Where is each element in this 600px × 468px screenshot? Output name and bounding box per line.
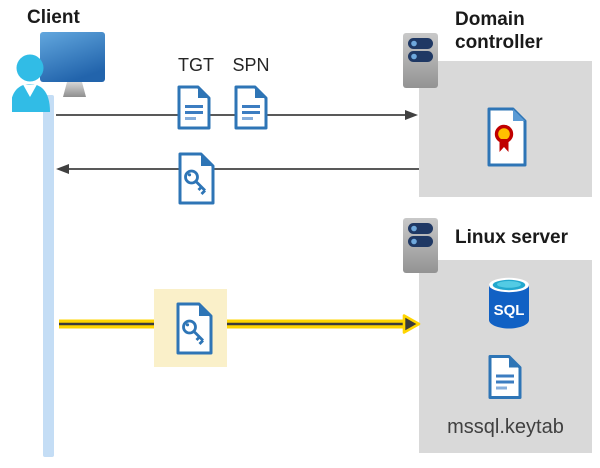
keytab-document-icon (488, 355, 522, 399)
sql-text-label: SQL (494, 302, 525, 319)
linux-server-title: Linux server (455, 227, 568, 248)
tgt-label: TGT (178, 55, 214, 75)
response-arrow-line (66, 168, 419, 170)
response-arrowhead-icon (56, 163, 69, 174)
domain-controller-server-icon (403, 33, 438, 88)
domain-controller-title: Domain controller (455, 9, 543, 53)
keytab-label: mssql.keytab (447, 416, 564, 438)
linux-server-icon (403, 218, 438, 273)
request-arrow-line (56, 114, 406, 116)
ticket-arrow-yellow (59, 314, 421, 334)
spn-label: SPN (232, 55, 270, 75)
yellow-arrowhead-icon (402, 314, 421, 334)
request-arrowhead-icon (405, 109, 418, 120)
spn-document-icon (234, 85, 268, 130)
key-document-icon (178, 152, 215, 205)
tgt-document-icon (177, 85, 211, 130)
key-document-highlight-icon (176, 302, 213, 355)
sql-database-icon: SQL (489, 277, 529, 329)
client-title: Client (27, 7, 80, 28)
client-lifeline-bar (43, 95, 54, 457)
certificate-icon (487, 107, 527, 167)
client-workstation-icon (12, 32, 105, 112)
